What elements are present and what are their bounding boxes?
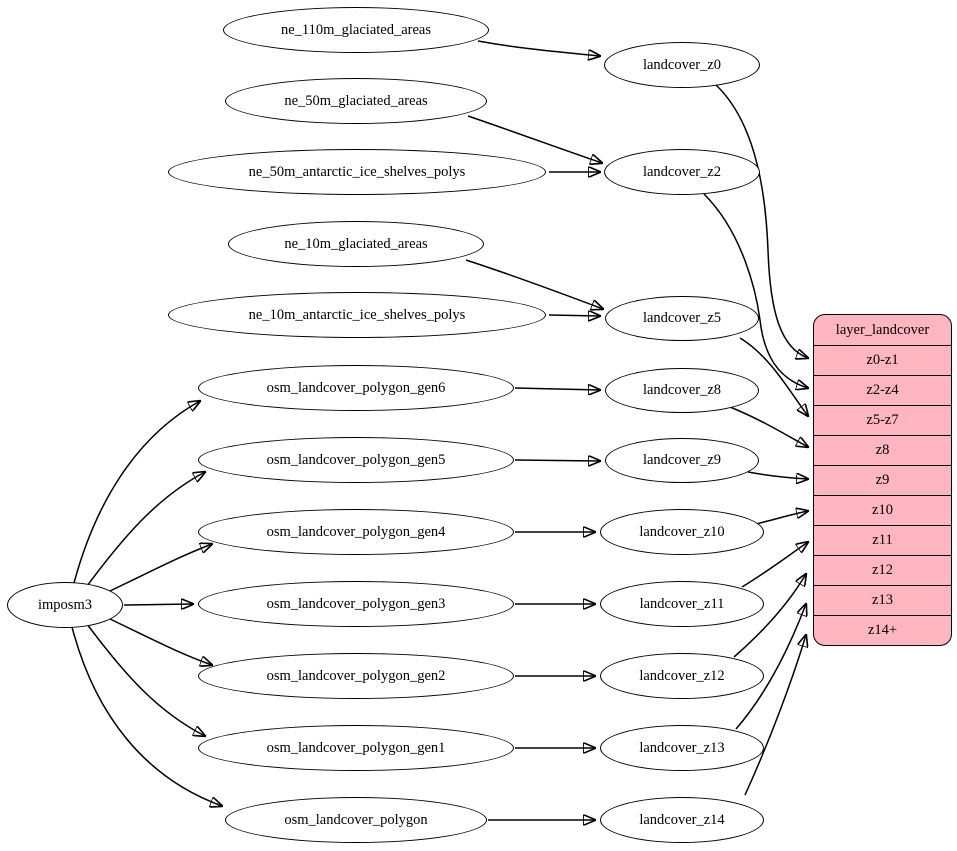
edge-imposm3-to-polygon bbox=[71, 626, 222, 806]
edge-z8-to-row-z8 bbox=[729, 406, 808, 447]
node-label: imposm3 bbox=[38, 596, 92, 613]
node-label: osm_landcover_polygon bbox=[284, 811, 428, 828]
node-ne-50m-antarctic-ice-shelves-polys: ne_50m_antarctic_ice_shelves_polys bbox=[168, 149, 546, 195]
node-label: ne_110m_glaciated_areas bbox=[280, 21, 432, 38]
node-label: ne_50m_glaciated_areas bbox=[284, 92, 428, 109]
edge-z2-to-row-z2-z4 bbox=[703, 193, 808, 388]
edge-z9-to-row-z9 bbox=[747, 471, 808, 479]
node-ne-50m-glaciated-areas: ne_50m_glaciated_areas bbox=[225, 78, 487, 124]
edge-imposm3-to-gen4 bbox=[109, 544, 212, 592]
edge-gen6-to-z8 bbox=[514, 388, 600, 390]
node-label: osm_landcover_polygon_gen3 bbox=[266, 595, 446, 612]
node-label: landcover_z8 bbox=[642, 382, 722, 399]
node-landcover-z11: landcover_z11 bbox=[600, 581, 764, 627]
node-label: osm_landcover_polygon_gen2 bbox=[266, 667, 446, 684]
node-landcover-z9: landcover_z9 bbox=[605, 438, 759, 483]
node-landcover-z0: landcover_z0 bbox=[604, 42, 760, 88]
node-label: ne_10m_glaciated_areas bbox=[284, 235, 428, 252]
edge-z11-to-row-z11 bbox=[741, 542, 808, 588]
node-osm-landcover-polygon-gen5: osm_landcover_polygon_gen5 bbox=[198, 437, 514, 483]
node-osm-landcover-polygon-gen4: osm_landcover_polygon_gen4 bbox=[198, 509, 514, 555]
node-label: ne_10m_antarctic_ice_shelves_polys bbox=[248, 306, 466, 323]
node-landcover-z13: landcover_z13 bbox=[600, 725, 764, 771]
table-row-z14plus: z14+ bbox=[814, 615, 951, 645]
table-row-z9: z9 bbox=[814, 465, 951, 495]
node-osm-landcover-polygon: osm_landcover_polygon bbox=[225, 797, 487, 843]
table-row-z2-z4: z2-z4 bbox=[814, 375, 951, 405]
node-label: landcover_z0 bbox=[642, 56, 722, 73]
layer-landcover-table: layer_landcover z0-z1 z2-z4 z5-z7 z8 z9 … bbox=[813, 314, 952, 646]
edge-z13-to-row-z13 bbox=[735, 604, 806, 730]
edge-ne50m-glac-to-z2 bbox=[467, 115, 602, 163]
edge-imposm3-to-gen6 bbox=[73, 401, 200, 584]
node-label: landcover_z9 bbox=[642, 452, 722, 469]
table-row-z11: z11 bbox=[814, 525, 951, 555]
node-label: osm_landcover_polygon_gen1 bbox=[266, 739, 446, 756]
layer-landcover-header: layer_landcover bbox=[835, 321, 930, 338]
node-label: landcover_z13 bbox=[639, 739, 725, 756]
table-row-z10: z10 bbox=[814, 495, 951, 525]
node-ne-10m-glaciated-areas: ne_10m_glaciated_areas bbox=[228, 221, 484, 267]
node-osm-landcover-polygon-gen1: osm_landcover_polygon_gen1 bbox=[198, 725, 514, 771]
node-label: landcover_z12 bbox=[639, 667, 725, 684]
edge-gen5-to-z9 bbox=[514, 460, 600, 461]
edge-z5-to-row-z5-z7 bbox=[739, 337, 808, 416]
node-label: osm_landcover_polygon_gen6 bbox=[266, 379, 446, 396]
edge-z0-to-row-z0-z1 bbox=[715, 84, 808, 358]
node-landcover-z10: landcover_z10 bbox=[600, 509, 764, 555]
node-osm-landcover-polygon-gen3: osm_landcover_polygon_gen3 bbox=[198, 581, 514, 627]
node-ne-110m-glaciated-areas: ne_110m_glaciated_areas bbox=[223, 7, 489, 53]
node-osm-landcover-polygon-gen6: osm_landcover_polygon_gen6 bbox=[198, 365, 514, 411]
node-landcover-z5: landcover_z5 bbox=[605, 296, 759, 341]
edge-imposm3-to-gen1 bbox=[86, 623, 205, 736]
node-label: landcover_z14 bbox=[639, 811, 725, 828]
edge-imposm3-to-gen5 bbox=[86, 472, 205, 587]
edge-z14-to-row-z14plus bbox=[744, 635, 806, 796]
node-label: landcover_z2 bbox=[642, 163, 722, 180]
node-label: ne_50m_antarctic_ice_shelves_polys bbox=[248, 163, 466, 180]
node-label: landcover_z11 bbox=[639, 595, 725, 612]
edge-ne110m-to-z0 bbox=[477, 40, 600, 56]
table-row-z12: z12 bbox=[814, 555, 951, 585]
node-imposm3: imposm3 bbox=[7, 582, 123, 628]
node-landcover-z2: landcover_z2 bbox=[604, 149, 760, 195]
node-landcover-z8: landcover_z8 bbox=[605, 368, 759, 413]
node-osm-landcover-polygon-gen2: osm_landcover_polygon_gen2 bbox=[198, 653, 514, 699]
node-ne-10m-antarctic-ice-shelves-polys: ne_10m_antarctic_ice_shelves_polys bbox=[168, 292, 546, 338]
edge-imposm3-to-gen2 bbox=[109, 618, 212, 665]
table-row-z13: z13 bbox=[814, 585, 951, 615]
table-row-z5-z7: z5-z7 bbox=[814, 405, 951, 435]
table-row-z0-z1: z0-z1 bbox=[814, 345, 951, 375]
node-landcover-z12: landcover_z12 bbox=[600, 653, 764, 699]
node-label: landcover_z5 bbox=[642, 310, 722, 327]
node-label: osm_landcover_polygon_gen4 bbox=[266, 523, 446, 540]
edge-z10-to-row-z10 bbox=[755, 511, 808, 525]
edge-ne10m-ant-to-z5 bbox=[548, 315, 600, 316]
node-label: landcover_z10 bbox=[639, 523, 725, 540]
node-landcover-z14: landcover_z14 bbox=[600, 797, 764, 843]
edge-ne10m-glac-to-z5 bbox=[465, 259, 603, 309]
edge-imposm3-to-gen3 bbox=[123, 604, 193, 605]
node-label: osm_landcover_polygon_gen5 bbox=[266, 451, 446, 468]
edge-z12-to-row-z12 bbox=[733, 574, 806, 658]
table-row-z8: z8 bbox=[814, 435, 951, 465]
